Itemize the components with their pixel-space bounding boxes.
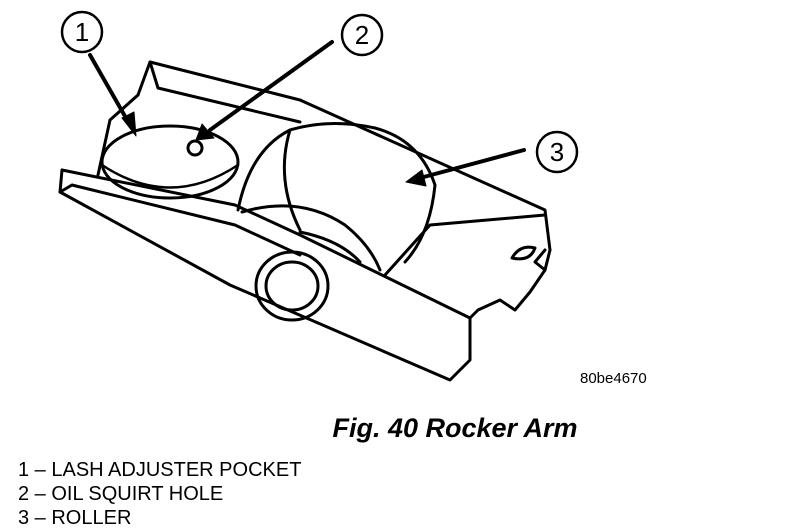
- callout-2-number: 2: [355, 20, 369, 50]
- callout-2-arrow: [208, 40, 334, 132]
- roller: [236, 122, 437, 272]
- legend-item-2: 2 – OIL SQUIRT HOLE: [18, 483, 224, 505]
- callout-3: 3: [405, 130, 579, 187]
- pivot-bore: [254, 250, 330, 322]
- legend-item-1: 1 – LASH ADJUSTER POCKET: [18, 459, 302, 481]
- lash-adjuster-pocket: [100, 124, 240, 200]
- callout-legend: 1 – LASH ADJUSTER POCKET 2 – OIL SQUIRT …: [18, 458, 301, 530]
- legend-item-3: 3 – ROLLER: [18, 507, 132, 529]
- callout-1-number: 1: [75, 17, 89, 47]
- callout-1-arrow: [88, 53, 132, 127]
- figure-reference-code: 80be4670: [580, 370, 647, 387]
- figure-caption: Fig. 40 Rocker Arm: [332, 413, 578, 443]
- rocker-arm-diagram: 1 2 3: [58, 10, 579, 382]
- oil-squirt-hole: [186, 139, 204, 157]
- callout-3-arrow: [418, 148, 526, 180]
- callout-2: 2: [195, 13, 384, 141]
- callout-1: 1: [60, 10, 137, 137]
- callout-3-number: 3: [550, 137, 564, 167]
- rocker-arm-body: [58, 60, 552, 382]
